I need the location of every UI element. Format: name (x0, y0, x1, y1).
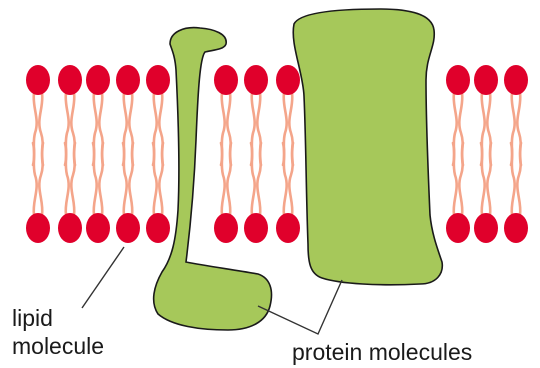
lipid-tail (481, 143, 491, 215)
lipid-tail (221, 143, 231, 215)
lipid-head (504, 65, 528, 95)
lipid-tail (33, 143, 43, 215)
lipid-molecule-label: lipid molecule (12, 304, 104, 360)
lipid-head (146, 213, 170, 243)
lipid-head (26, 213, 50, 243)
lipid-head (86, 65, 110, 95)
lipid-head (86, 213, 110, 243)
lipid-head (116, 65, 140, 95)
protein-molecules-label: protein molecules (292, 338, 472, 366)
lipid-label-line1: lipid (12, 304, 104, 332)
lipid-head (214, 213, 238, 243)
lipid-leader-line (82, 247, 124, 308)
lipid-head (244, 65, 268, 95)
lipid-tail (123, 143, 133, 215)
lipid-head (474, 65, 498, 95)
lipid-head (26, 65, 50, 95)
lipid-bilayer (26, 65, 528, 243)
lipid-tail (511, 143, 521, 215)
lipid-tail (65, 143, 75, 215)
lipid-label-line2: molecule (12, 332, 104, 360)
lipid-tail (153, 143, 163, 215)
lipid-tail (453, 143, 463, 215)
lipid-head (276, 213, 300, 243)
lipid-head (446, 65, 470, 95)
lipid-head (116, 213, 140, 243)
lipid-head (58, 213, 82, 243)
lipid-head (446, 213, 470, 243)
protein-molecule-large (293, 9, 442, 285)
lipid-head (276, 65, 300, 95)
lipid-tail (93, 143, 103, 215)
lipid-head (474, 213, 498, 243)
lipid-tail (251, 143, 261, 215)
lipid-head (214, 65, 238, 95)
lipid-head (58, 65, 82, 95)
lipid-head (244, 213, 268, 243)
lipid-head (146, 65, 170, 95)
lipid-tail (283, 143, 293, 215)
lipid-head (504, 213, 528, 243)
